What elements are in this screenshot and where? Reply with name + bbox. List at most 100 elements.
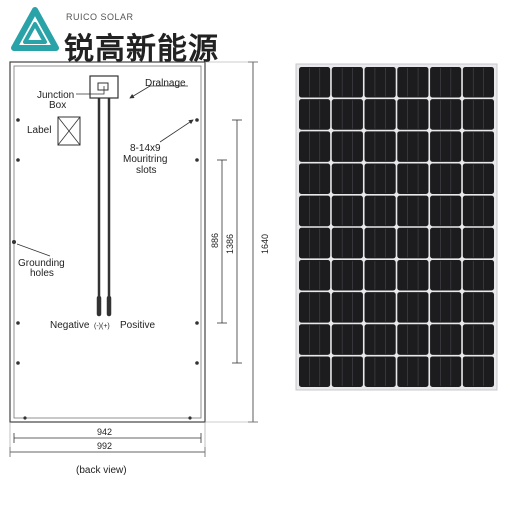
solar-cell: [331, 163, 363, 195]
solar-cell: [430, 324, 462, 355]
mounting-slot: [16, 321, 20, 325]
solar-cell: [462, 99, 494, 130]
solar-cell: [397, 227, 429, 259]
solar-cell: [331, 227, 363, 259]
mounting-slot: [195, 361, 199, 365]
solar-cell: [331, 259, 363, 291]
label-box: [57, 116, 81, 146]
grounding-label: holes: [30, 268, 54, 279]
panel-frame-outer: [9, 61, 206, 423]
solar-cell: [331, 195, 363, 227]
mounting-slot: [16, 158, 20, 162]
solar-cell: [462, 195, 494, 227]
solar-cell: [331, 67, 363, 98]
solar-cell: [462, 163, 494, 195]
mounting-slot: [195, 118, 199, 122]
solar-cell: [364, 195, 396, 227]
solar-cell: [430, 163, 462, 195]
mounting-slot: [195, 321, 199, 325]
solar-cell: [430, 292, 462, 323]
solar-cell: [364, 163, 396, 195]
solar-cell: [299, 292, 331, 323]
solar-cell: [299, 324, 331, 355]
solar-cell: [364, 131, 396, 162]
solar-cell: [462, 227, 494, 259]
solar-cell: [364, 292, 396, 323]
leader-junction-box: [76, 86, 105, 95]
solar-cell: [331, 99, 363, 130]
solar-cell: [364, 356, 396, 387]
solar-cell: [299, 227, 331, 259]
slots-label: Mouritring: [123, 154, 167, 165]
mounting-slot: [16, 361, 20, 365]
solar-cell: [331, 324, 363, 355]
solar-cell: [299, 99, 331, 130]
mounting-slot: [16, 118, 20, 122]
solar-cell: [397, 195, 429, 227]
label-box-cross-2: [57, 116, 81, 146]
drainage-hole: [23, 416, 27, 420]
solar-cell: [299, 131, 331, 162]
dim-1640-value: 1640: [260, 234, 270, 254]
solar-cell: [430, 356, 462, 387]
solar-cell: [397, 259, 429, 291]
leader-slots: [159, 119, 194, 143]
solar-cell: [331, 131, 363, 162]
view-caption: (back view): [76, 465, 127, 476]
solar-cell: [430, 259, 462, 291]
solar-cell: [299, 259, 331, 291]
dim-992-value: 992: [97, 441, 112, 451]
solar-cell: [299, 163, 331, 195]
drainage-label: Dralnage: [145, 78, 186, 89]
solar-cell: [430, 131, 462, 162]
solar-cell: [397, 356, 429, 387]
leader-grounding: [16, 243, 51, 257]
mounting-slot: [195, 158, 199, 162]
polarity-label: (-)(+): [94, 323, 110, 330]
solar-cell: [397, 163, 429, 195]
slots-label: slots: [136, 165, 157, 176]
brand-mark-icon: [11, 7, 59, 51]
label-callout: Label: [27, 125, 51, 136]
grounding-label: Grounding: [18, 258, 65, 269]
solar-cell: [364, 67, 396, 98]
solar-cell: [397, 67, 429, 98]
brand-logo: RUICO SOLAR 锐高新能源: [10, 6, 260, 67]
solar-cell: [430, 67, 462, 98]
junction-box-label: Junction: [37, 90, 74, 101]
dim-1386-value: 1386: [225, 234, 235, 254]
solar-cell: [462, 131, 494, 162]
solar-cell: [331, 292, 363, 323]
solar-cell: [462, 292, 494, 323]
slots-label: 8-14x9: [130, 143, 161, 154]
solar-cell: [430, 195, 462, 227]
solar-cell: [331, 356, 363, 387]
solar-cell: [462, 324, 494, 355]
solar-cell: [397, 292, 429, 323]
solar-cell: [364, 99, 396, 130]
solar-cell: [299, 195, 331, 227]
brand-name-cn: 锐高新能源: [64, 32, 219, 67]
junction-box-port: [97, 82, 109, 91]
solar-cell: [397, 131, 429, 162]
solar-cell: [462, 356, 494, 387]
dim-886-value: 886: [210, 233, 220, 248]
leader-drainage-slant: [129, 85, 151, 99]
drainage-hole: [188, 416, 192, 420]
solar-cell: [364, 227, 396, 259]
solar-cell: [462, 259, 494, 291]
dim-942-value: 942: [97, 427, 112, 437]
positive-label: Positive: [120, 320, 155, 331]
brand-name-en: RUICO SOLAR: [66, 12, 134, 22]
solar-cell: [397, 99, 429, 130]
junction-box-label: Box: [49, 100, 66, 111]
solar-cell: [430, 99, 462, 130]
solar-cell: [364, 259, 396, 291]
solar-cell: [462, 67, 494, 98]
solar-cell: [430, 227, 462, 259]
solar-cell: [299, 67, 331, 98]
solar-cell: [364, 324, 396, 355]
negative-label: Negative: [50, 320, 90, 331]
